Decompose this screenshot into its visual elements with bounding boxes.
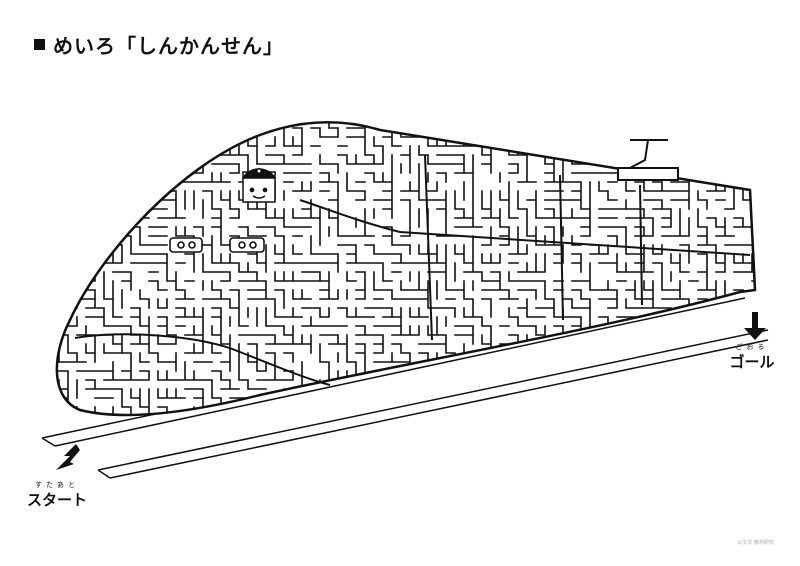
footer-credit: 公文式 教材研究	[737, 540, 774, 546]
page-title: めいろ「しんかんせん」	[53, 34, 284, 58]
goal-ruby: ごおる	[735, 343, 769, 351]
driver-icon	[241, 168, 277, 203]
start-arrow-icon[interactable]	[56, 444, 80, 470]
pantograph-icon	[617, 139, 679, 181]
square-bullet-icon	[34, 39, 45, 50]
goal-arrow-icon[interactable]	[744, 312, 766, 340]
start-ruby: すたあと	[35, 481, 79, 489]
start-text: スタート	[26, 491, 87, 509]
front-windows	[169, 237, 265, 253]
goal-label: ごおる ゴール	[724, 342, 780, 372]
start-label: すたあと スタート	[22, 480, 92, 510]
title-row: めいろ「しんかんせん」	[34, 30, 284, 59]
goal-text: ゴール	[729, 353, 775, 371]
train-panel-lines	[74, 154, 751, 386]
